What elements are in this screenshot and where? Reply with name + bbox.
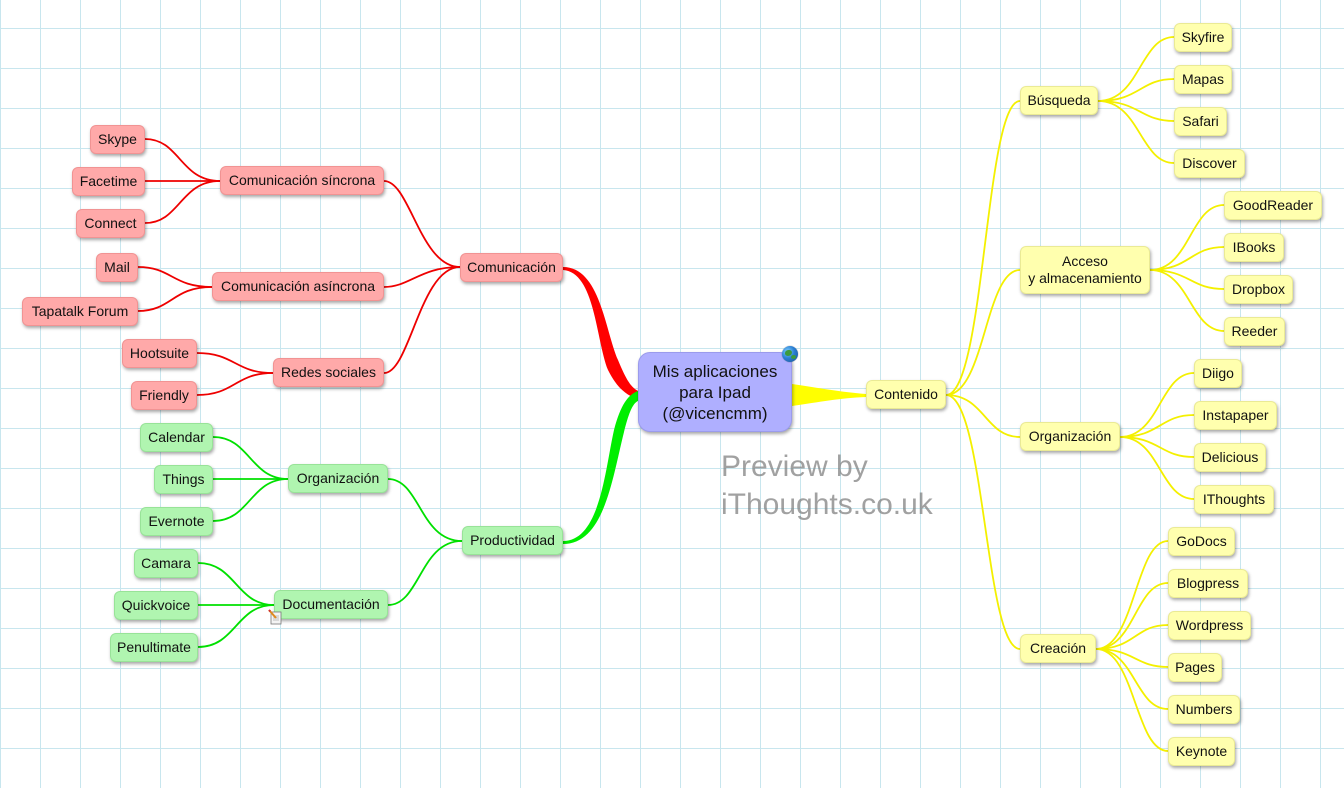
node-label: Diigo (1202, 365, 1234, 381)
node-label: Safari (1182, 113, 1219, 129)
node-label: Tapatalk Forum (31, 303, 129, 319)
node-label: Quickvoice (121, 597, 191, 613)
node-label: Comunicación asíncrona (220, 278, 376, 294)
node-label: Friendly (139, 387, 189, 403)
node-label: Connect (84, 215, 137, 231)
node-label: Reeder (1231, 323, 1278, 339)
note-icon[interactable] (268, 609, 282, 625)
node-label: Redes sociales (281, 364, 376, 380)
node-label: Blogpress (1176, 575, 1240, 591)
node-acceso-almacenamiento[interactable]: Acceso y almacenamiento (1020, 246, 1150, 294)
node-label: Organización (1028, 428, 1112, 444)
node-delicious[interactable]: Delicious (1194, 443, 1266, 472)
branch-productividad (563, 390, 640, 544)
node-calendar[interactable]: Calendar (140, 423, 213, 452)
node-organizacion-contenido[interactable]: Organización (1020, 422, 1120, 451)
watermark-text: Preview by iThoughts.co.uk (721, 450, 933, 521)
node-blogpress[interactable]: Blogpress (1168, 569, 1248, 598)
node-label: Keynote (1175, 743, 1228, 759)
node-label: Things (162, 471, 205, 487)
central-topic-node[interactable]: Mis aplicaciones para Ipad (@vicencmm) (638, 352, 792, 432)
node-ithoughts[interactable]: IThoughts (1194, 485, 1274, 514)
node-productividad[interactable]: Productividad (462, 526, 563, 555)
node-documentacion[interactable]: Documentación (274, 590, 388, 619)
node-keynote[interactable]: Keynote (1168, 737, 1235, 766)
node-creacion[interactable]: Creación (1020, 634, 1096, 663)
node-label: Delicious (1201, 449, 1259, 465)
node-label: GoodReader (1232, 197, 1314, 213)
node-tapatalk-forum[interactable]: Tapatalk Forum (22, 297, 138, 326)
node-comunicacion[interactable]: Comunicación (460, 253, 563, 282)
node-hootsuite[interactable]: Hootsuite (122, 339, 197, 368)
node-numbers[interactable]: Numbers (1168, 695, 1240, 724)
node-label: Discover (1182, 155, 1237, 171)
node-goodreader[interactable]: GoodReader (1224, 191, 1322, 220)
node-mapas[interactable]: Mapas (1174, 65, 1232, 94)
node-ibooks[interactable]: IBooks (1224, 233, 1284, 262)
node-label: IBooks (1232, 239, 1276, 255)
node-comunicacion-asincrona[interactable]: Comunicación asíncrona (212, 272, 384, 301)
node-organizacion-productividad[interactable]: Organización (288, 464, 388, 493)
node-mail[interactable]: Mail (96, 253, 138, 282)
node-label: Penultimate (117, 639, 191, 655)
node-redes-sociales[interactable]: Redes sociales (273, 358, 384, 387)
node-contenido[interactable]: Contenido (866, 380, 946, 409)
node-skype[interactable]: Skype (90, 125, 145, 154)
node-pages[interactable]: Pages (1168, 653, 1222, 682)
node-label: Creación (1029, 640, 1087, 656)
node-friendly[interactable]: Friendly (131, 381, 197, 410)
node-label: Evernote (148, 513, 205, 529)
node-label: Contenido (874, 386, 938, 402)
node-comunicacion-sincrona[interactable]: Comunicación síncrona (220, 166, 384, 195)
node-skyfire[interactable]: Skyfire (1174, 23, 1232, 52)
node-evernote[interactable]: Evernote (140, 507, 213, 536)
globe-icon[interactable] (782, 346, 798, 362)
node-camara[interactable]: Camara (134, 549, 198, 578)
node-discover[interactable]: Discover (1174, 149, 1245, 178)
node-label: Dropbox (1232, 281, 1285, 297)
node-label: Pages (1175, 659, 1215, 675)
node-diigo[interactable]: Diigo (1194, 359, 1242, 388)
node-label: Instapaper (1202, 407, 1269, 423)
node-safari[interactable]: Safari (1174, 107, 1227, 136)
node-label: Comunicación (467, 259, 556, 275)
node-facetime[interactable]: Facetime (72, 167, 145, 196)
node-busqueda[interactable]: Búsqueda (1020, 86, 1098, 115)
node-label: Skype (98, 131, 137, 147)
node-things[interactable]: Things (154, 465, 213, 494)
node-penultimate[interactable]: Penultimate (110, 633, 198, 662)
node-label: GoDocs (1176, 533, 1227, 549)
node-godocs[interactable]: GoDocs (1168, 527, 1235, 556)
central-topic-label: Mis aplicaciones para Ipad (@vicencmm) (652, 361, 778, 423)
node-reeder[interactable]: Reeder (1224, 317, 1285, 346)
node-label: Numbers (1175, 701, 1233, 717)
node-connect[interactable]: Connect (76, 209, 145, 238)
node-label: Skyfire (1181, 29, 1225, 45)
node-label: Documentación (282, 596, 380, 612)
branch-contenido (792, 384, 866, 406)
node-label: Comunicación síncrona (228, 172, 376, 188)
node-label: Productividad (470, 532, 555, 548)
node-label: Mapas (1181, 71, 1225, 87)
branch-comunicacion (563, 267, 640, 400)
node-quickvoice[interactable]: Quickvoice (114, 591, 198, 620)
node-label: Facetime (79, 173, 138, 189)
node-label: Búsqueda (1027, 92, 1091, 108)
node-label: Organización (296, 470, 380, 486)
node-label: Acceso y almacenamiento (1028, 253, 1142, 286)
node-label: Camara (141, 555, 191, 571)
node-label: Calendar (148, 429, 205, 445)
node-dropbox[interactable]: Dropbox (1224, 275, 1293, 304)
node-label: Hootsuite (129, 345, 190, 361)
node-label: Wordpress (1175, 617, 1244, 633)
node-wordpress[interactable]: Wordpress (1168, 611, 1251, 640)
node-label: Mail (104, 259, 130, 275)
node-label: IThoughts (1202, 491, 1266, 507)
node-instapaper[interactable]: Instapaper (1194, 401, 1277, 430)
